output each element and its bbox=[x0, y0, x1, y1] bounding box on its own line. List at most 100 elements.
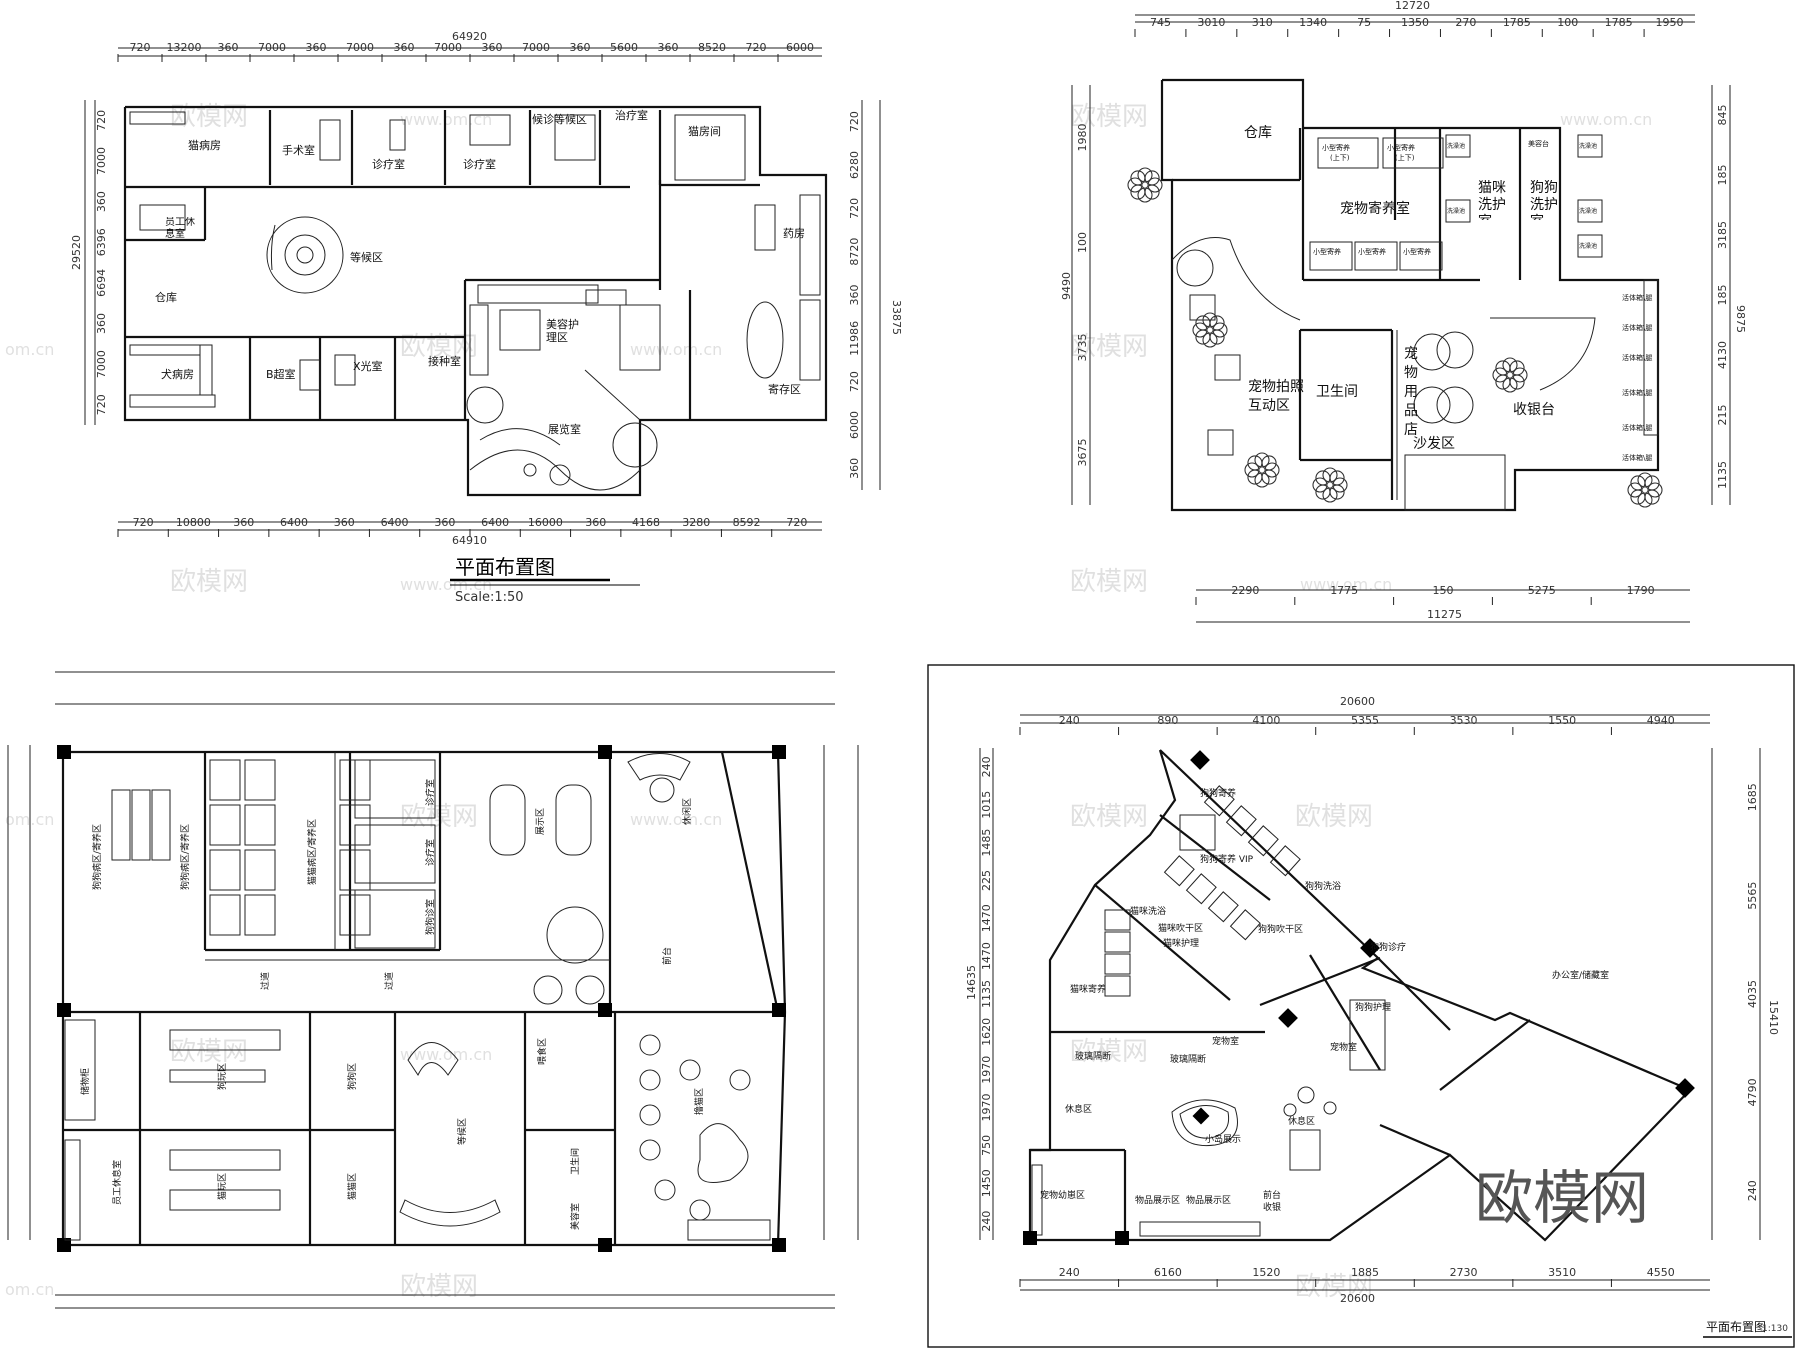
dimension-label: 3510 bbox=[1548, 1266, 1576, 1279]
room-label: 猫咪吹干区 bbox=[1158, 922, 1203, 934]
column bbox=[598, 1003, 612, 1017]
dimension-label: 720 bbox=[746, 41, 767, 54]
watermark: 欧模网 bbox=[170, 567, 248, 597]
dimension-label: 5275 bbox=[1528, 584, 1556, 597]
room-label: 过道 bbox=[259, 972, 271, 990]
dimension-label: 7000 bbox=[434, 41, 462, 54]
room-label: 仓库 bbox=[1244, 125, 1272, 141]
room-label: 员工休息室 bbox=[111, 1160, 123, 1205]
dimension-label: 185 bbox=[1716, 285, 1729, 306]
kennel bbox=[1185, 873, 1217, 905]
dimension-label: 185 bbox=[1716, 165, 1729, 186]
room-label: X光室 bbox=[353, 359, 383, 373]
dimension-label: 720 bbox=[95, 394, 108, 415]
column bbox=[57, 1238, 71, 1252]
dimension-label: 1135 bbox=[1716, 461, 1729, 489]
dimension-label: 1775 bbox=[1330, 584, 1358, 597]
room-label: 休闲区 bbox=[681, 798, 693, 825]
dimension-label: 720 bbox=[848, 198, 861, 219]
cage bbox=[209, 849, 241, 891]
dimension-label: 1450 bbox=[980, 1169, 993, 1197]
dimension-label: 2290 bbox=[1231, 584, 1259, 597]
consult-room-box bbox=[354, 824, 436, 884]
dimension-label: 6280 bbox=[848, 151, 861, 179]
dim-total-bottom: 20600 bbox=[1340, 1292, 1375, 1305]
room-label: 猫咪洗浴 bbox=[1130, 905, 1166, 917]
dimension-label: 1980 bbox=[1076, 124, 1089, 152]
room-label: 诊疗室 bbox=[424, 839, 436, 866]
cabinet-label: 活体箱\腿 bbox=[1622, 423, 1652, 432]
plan-title: 平面布置图 bbox=[455, 555, 555, 579]
watermark: 欧模网 bbox=[1070, 1037, 1148, 1067]
dim-total-top: 12720 bbox=[1395, 0, 1430, 12]
room-label: 猫玩区 bbox=[216, 1173, 228, 1200]
dimension-label: 5600 bbox=[610, 41, 638, 54]
dimension-label: 8592 bbox=[733, 516, 761, 529]
room-label: 诊疗室 bbox=[463, 157, 496, 171]
site-logo: 欧模网 bbox=[1475, 1164, 1649, 1232]
dim-total-right: 33875 bbox=[890, 300, 903, 335]
room-label: 等候区 bbox=[456, 1118, 468, 1145]
kennel bbox=[1269, 845, 1301, 877]
room-label: 狗狗诊疗 bbox=[1370, 941, 1406, 953]
dim-total-left: 14635 bbox=[965, 965, 978, 1000]
stool bbox=[654, 1179, 676, 1201]
dimension-label: 3675 bbox=[1076, 439, 1089, 467]
room-label-box: 猫咪洗护室 bbox=[1478, 180, 1506, 220]
room-label: 诊疗室 bbox=[424, 779, 436, 806]
plan-scale: 1:130 bbox=[1762, 1324, 1788, 1334]
room-label: 药房 bbox=[783, 227, 805, 240]
plant-leaf bbox=[1332, 477, 1348, 493]
dimension-label: 720 bbox=[130, 41, 151, 54]
column bbox=[1115, 1231, 1129, 1245]
kennel bbox=[1104, 975, 1131, 997]
dimension-label: 270 bbox=[1455, 16, 1476, 29]
column bbox=[57, 1003, 71, 1017]
dimension-label: 225 bbox=[980, 870, 993, 891]
plant-leaf bbox=[1202, 332, 1218, 348]
room-label: 物品展示区 bbox=[1135, 1194, 1180, 1206]
column bbox=[1278, 1008, 1298, 1028]
room-label: 物品展示区 bbox=[1186, 1194, 1231, 1206]
plant-leaf bbox=[1144, 170, 1160, 186]
room-label: 狗玩区 bbox=[216, 1063, 228, 1090]
consult-room-box bbox=[354, 759, 436, 819]
dimension-label: 8520 bbox=[698, 41, 726, 54]
room-label: 狗狗病区/寄养区 bbox=[91, 824, 103, 890]
column bbox=[57, 745, 71, 759]
dimension-label: 720 bbox=[848, 111, 861, 132]
dim-total-right: 15410 bbox=[1767, 1000, 1780, 1035]
dimension-label: 240 bbox=[1059, 714, 1080, 727]
bath-tub bbox=[1445, 199, 1471, 223]
column bbox=[772, 1003, 786, 1017]
cage bbox=[151, 789, 171, 861]
plant-leaf bbox=[1644, 475, 1660, 491]
dimension-label: 7000 bbox=[522, 41, 550, 54]
dimension-label: 6000 bbox=[848, 411, 861, 439]
dim-total-bottom: 11275 bbox=[1427, 608, 1462, 621]
plan-title: 平面布置图 bbox=[1706, 1320, 1766, 1334]
dimension-label: 6396 bbox=[95, 228, 108, 256]
column bbox=[598, 745, 612, 759]
bath-tub bbox=[1445, 134, 1471, 158]
dimension-label: 6000 bbox=[786, 41, 814, 54]
dimension-label: 75 bbox=[1357, 16, 1371, 29]
dimension-label: 4035 bbox=[1746, 980, 1759, 1008]
dimension-label: 13200 bbox=[167, 41, 202, 54]
dimension-label: 720 bbox=[786, 516, 807, 529]
dim-total-bottom: 64910 bbox=[452, 534, 487, 547]
cabinet-label: 活体箱\腿 bbox=[1622, 453, 1652, 462]
cage bbox=[1354, 241, 1398, 271]
room-label: 狗狗寄养 bbox=[1200, 787, 1236, 799]
room-label: 接种室 bbox=[428, 354, 461, 368]
plant-leaf bbox=[1202, 312, 1218, 328]
dimension-label: 4940 bbox=[1647, 714, 1675, 727]
dimension-label: 360 bbox=[658, 41, 679, 54]
watermark: 欧模网 bbox=[1295, 802, 1373, 832]
bath-label: 洗澡池 bbox=[1447, 142, 1465, 150]
